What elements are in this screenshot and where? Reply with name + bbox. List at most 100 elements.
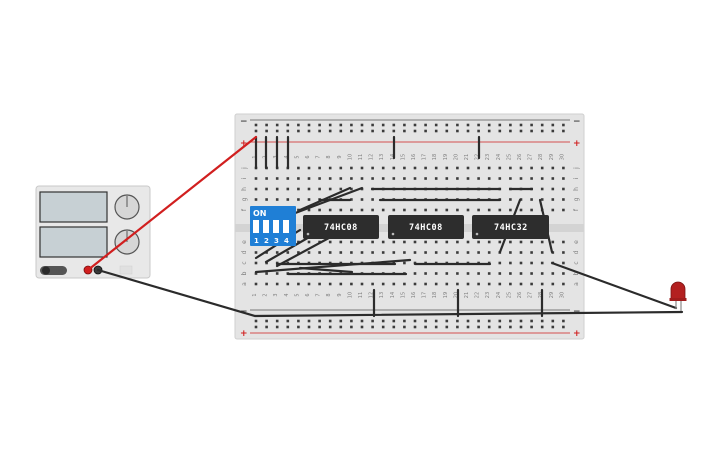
breadboard-hole[interactable] [540,261,544,265]
rail-hole[interactable] [360,325,364,329]
breadboard-hole[interactable] [275,198,279,201]
rail-hole[interactable] [265,123,268,127]
rail-hole[interactable] [551,325,555,329]
rail-hole[interactable] [381,325,385,329]
rail-hole[interactable] [360,123,364,127]
breadboard-hole[interactable] [328,282,332,286]
breadboard-hole[interactable] [403,261,406,265]
dip-toggle-1[interactable] [253,220,259,233]
breadboard-hole[interactable] [275,251,279,254]
rail-hole[interactable] [286,129,290,133]
rail-hole[interactable] [265,319,268,323]
rail-hole[interactable] [562,129,565,133]
breadboard-hole[interactable] [318,166,321,170]
breadboard-hole[interactable] [434,208,438,212]
breadboard-hole[interactable] [477,177,480,180]
breadboard-hole[interactable] [265,177,268,180]
breadboard-hole[interactable] [519,261,523,265]
rail-hole[interactable] [540,319,544,323]
rail-hole[interactable] [445,123,449,127]
rail-hole[interactable] [339,319,343,323]
breadboard-hole[interactable] [551,198,555,201]
breadboard-hole[interactable] [307,208,311,212]
breadboard-hole[interactable] [392,251,396,254]
rail-hole[interactable] [392,129,396,133]
jumper-wire[interactable] [298,266,354,274]
rail-hole[interactable] [403,129,406,133]
breadboard-hole[interactable] [254,177,258,180]
breadboard-hole[interactable] [540,177,544,180]
rail-hole[interactable] [551,319,555,323]
breadboard-hole[interactable] [530,240,533,244]
breadboard-hole[interactable] [456,251,459,254]
rail-hole[interactable] [551,123,555,127]
rail-hole[interactable] [318,129,321,133]
breadboard-hole[interactable] [424,208,427,212]
breadboard-hole[interactable] [509,251,512,254]
breadboard-hole[interactable] [297,251,300,254]
rail-hole[interactable] [456,123,459,127]
breadboard-hole[interactable] [498,240,502,244]
rail-hole[interactable] [360,319,364,323]
rail-hole[interactable] [371,319,374,323]
breadboard-hole[interactable] [350,240,353,244]
breadboard-hole[interactable] [413,208,417,212]
breadboard-hole[interactable] [487,251,491,254]
breadboard-hole[interactable] [487,240,491,244]
breadboard-hole[interactable] [445,251,449,254]
breadboard-hole[interactable] [254,261,258,265]
rail-hole[interactable] [297,319,300,323]
dip-toggle-2[interactable] [263,220,269,233]
breadboard-hole[interactable] [403,240,406,244]
breadboard-hole[interactable] [350,208,353,212]
breadboard-hole[interactable] [519,251,523,254]
breadboard-hole[interactable] [551,208,555,212]
breadboard-hole[interactable] [350,166,353,170]
breadboard-hole[interactable] [487,208,491,212]
rail-hole[interactable] [381,123,385,127]
rail-hole[interactable] [297,325,300,329]
rail-hole[interactable] [265,325,268,329]
breadboard-hole[interactable] [307,187,311,191]
breadboard-hole[interactable] [424,166,427,170]
breadboard-hole[interactable] [286,282,290,286]
breadboard-hole[interactable] [562,198,565,201]
rail-hole[interactable] [530,123,533,127]
rail-hole[interactable] [540,325,544,329]
breadboard-hole[interactable] [328,240,332,244]
rail-hole[interactable] [477,325,480,329]
breadboard-hole[interactable] [424,177,427,180]
rail-hole[interactable] [424,123,427,127]
rail-hole[interactable] [286,123,290,127]
breadboard-hole[interactable] [456,208,459,212]
rail-hole[interactable] [424,325,427,329]
breadboard-hole[interactable] [530,208,533,212]
jumper-wire[interactable] [288,186,364,217]
breadboard-hole[interactable] [350,177,353,180]
breadboard-hole[interactable] [254,272,258,275]
breadboard-hole[interactable] [328,177,332,180]
ic-chip-1[interactable]: 74HC08 [303,215,379,239]
breadboard-hole[interactable] [509,198,512,201]
rail-hole[interactable] [254,319,258,323]
breadboard-hole[interactable] [530,251,533,254]
led-signal-wire[interactable] [550,261,678,310]
rail-hole[interactable] [551,129,555,133]
breadboard-hole[interactable] [445,166,449,170]
breadboard-hole[interactable] [339,240,343,244]
breadboard-hole[interactable] [487,282,491,286]
breadboard-hole[interactable] [307,198,311,201]
rail-hole[interactable] [509,319,512,323]
rail-hole[interactable] [318,123,321,127]
rail-hole[interactable] [350,129,353,133]
rail-hole[interactable] [509,325,512,329]
breadboard-hole[interactable] [381,177,385,180]
breadboard-hole[interactable] [530,261,533,265]
rail-hole[interactable] [286,325,290,329]
breadboard-hole[interactable] [392,208,396,212]
breadboard-hole[interactable] [403,282,406,286]
breadboard-hole[interactable] [286,187,290,191]
breadboard-hole[interactable] [540,251,544,254]
rail-hole[interactable] [307,123,311,127]
breadboard-hole[interactable] [371,282,374,286]
